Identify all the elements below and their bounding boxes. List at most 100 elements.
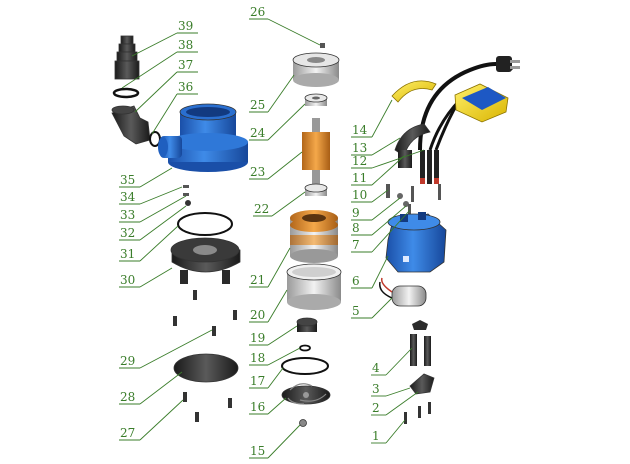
callout-leader-5 [371,297,393,319]
callout-label-1: 1 [372,429,380,443]
callout-label-30: 30 [120,273,135,287]
callout-6: 6 [351,255,389,289]
callout-leader-35 [139,167,173,188]
callout-label-18: 18 [250,351,265,365]
foot-screws-part [404,402,431,424]
callout-label-8: 8 [352,221,360,235]
upper-bearing-part [304,93,328,106]
callout-leader-26 [267,18,321,46]
stator-sleeve-part [286,263,342,310]
callout-leader-33 [139,195,187,223]
yellow-handle-part [391,80,437,103]
callout-18: 18 [249,347,301,366]
callout-leader-6 [371,255,389,289]
callout-4: 4 [371,347,413,376]
callout-leader-21 [267,247,291,288]
callout-leader-30 [139,267,173,288]
callout-label-39: 39 [178,19,193,33]
callout-leader-37 [134,71,178,113]
callout-leader-9 [371,197,401,221]
callout-leader-22 [271,191,306,217]
callout-33: 33 [119,195,187,223]
callout-28: 28 [119,371,183,405]
callout-39: 39 [131,19,198,57]
callout-leader-25 [267,74,295,113]
callout-label-5: 5 [352,304,360,318]
callout-17: 17 [249,367,284,389]
callout-22: 22 [253,191,306,217]
capacitor-part [379,277,427,307]
callout-label-37: 37 [178,58,193,72]
callout-leader-32 [139,205,187,241]
callout-16: 16 [249,397,287,415]
callout-8: 8 [351,205,407,236]
callout-24: 24 [249,103,306,141]
callout-32: 32 [119,205,187,241]
lower-bearing-part [304,183,328,196]
callout-leader-1 [385,419,406,444]
callout-14: 14 [351,99,393,138]
callout-leader-11 [371,155,405,186]
small-screws-part [183,185,191,206]
callout-group: 1234567891011121314151617181920212223242… [119,5,425,459]
stator-part [290,210,338,263]
callout-leader-3 [385,387,411,397]
callout-label-23: 23 [250,165,265,179]
housing-screws-part [386,184,441,220]
callout-label-26: 26 [250,5,265,19]
callout-label-3: 3 [372,382,380,396]
callout-5: 5 [351,297,393,319]
callout-27: 27 [119,399,184,441]
callout-leader-23 [267,151,303,180]
callout-leader-17 [267,367,284,389]
callout-label-6: 6 [352,274,360,288]
impeller-part [281,383,331,405]
tiny-screw-part [320,43,325,48]
callout-label-25: 25 [250,98,265,112]
callout-leader-13 [371,137,401,156]
callout-leader-24 [267,103,306,141]
callout-label-38: 38 [178,38,193,52]
callout-label-13: 13 [352,141,367,155]
callout-label-10: 10 [352,188,367,202]
callout-label-21: 21 [250,273,265,287]
o-ring-part [112,87,140,99]
shaft-seal-part [296,317,318,332]
callout-label-36: 36 [178,80,193,94]
callout-label-34: 34 [120,190,136,204]
callout-38: 38 [121,38,198,89]
small-ring-part [299,344,311,352]
callout-label-14: 14 [352,123,368,137]
callout-leader-8 [371,205,407,236]
callout-1: 1 [371,419,406,444]
callout-leader-19 [267,325,298,346]
callout-label-28: 28 [120,390,135,404]
callout-leader-7 [371,209,411,253]
callout-label-2: 2 [372,401,380,415]
callout-label-11: 11 [352,171,367,185]
hose-barb-part [114,35,140,80]
callout-label-15: 15 [250,444,265,458]
callout-leader-36 [151,93,178,135]
callout-26: 26 [249,5,321,46]
cable-grommet-part [394,123,439,184]
motor-cap-part [292,52,340,87]
elbow-fitting-part [111,105,151,145]
callout-34: 34 [119,186,183,205]
callout-25: 25 [249,74,295,113]
callout-2: 2 [371,391,419,416]
float-switch-part [454,83,509,123]
callout-leader-29 [139,329,213,369]
cable-gland-part [410,320,431,366]
callout-10: 10 [351,188,389,203]
callout-leader-38 [121,51,178,89]
callout-3: 3 [371,382,411,397]
callout-label-20: 20 [250,308,265,322]
callout-leader-28 [139,371,183,405]
callout-label-24: 24 [250,126,266,140]
callout-20: 20 [249,289,288,323]
callout-label-16: 16 [250,400,265,414]
callout-label-33: 33 [120,208,135,222]
callout-label-29: 29 [120,354,135,368]
